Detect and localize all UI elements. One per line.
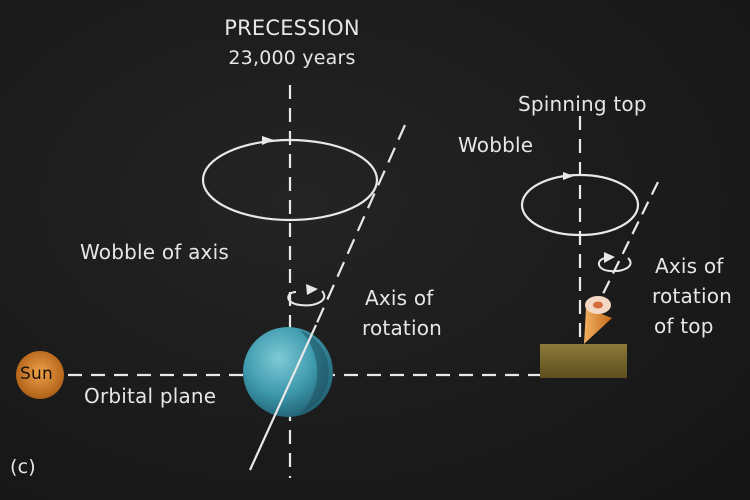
label-axis-of-rotation-line-2: rotation — [362, 316, 443, 340]
earth-shadow — [300, 330, 329, 414]
label-sun: Sun — [20, 364, 53, 384]
spinning-top-icon — [584, 308, 612, 344]
label-spinning-top: Spinning top — [518, 92, 647, 116]
earth-tilted-axis-dashed — [314, 124, 407, 326]
sun-icon — [16, 351, 64, 399]
title-line-2: 23,000 years — [228, 47, 356, 69]
earth-wobble-ellipse — [201, 138, 379, 222]
top-wobble-ellipse — [520, 173, 640, 237]
top-rotation-arrow-icon — [598, 257, 632, 273]
label-top-axis-line-3: of top — [654, 314, 714, 338]
label-top-axis-line-2: rotation — [652, 284, 733, 308]
panel-label: (c) — [10, 456, 36, 478]
label-axis-of-rotation-line-1: Axis of — [365, 286, 434, 310]
label-wobble-of-axis: Wobble of axis — [80, 240, 229, 264]
top-rotation-arrowhead-icon — [604, 252, 615, 263]
earth-rotation-arrowhead-icon — [306, 284, 318, 295]
label-wobble: Wobble — [458, 133, 534, 157]
earth-tilted-axis-solid — [248, 324, 318, 471]
label-top-axis-line-1: Axis of — [655, 254, 724, 278]
top-base-block — [540, 344, 627, 378]
earth-rotation-arrow-icon — [287, 290, 326, 307]
top-tilted-axis — [599, 181, 659, 301]
earth-wobble-arrow-icon — [262, 136, 274, 145]
spinning-top-cap-center — [593, 301, 603, 309]
label-orbital-plane: Orbital plane — [84, 384, 217, 408]
top-wobble-arrow-icon — [563, 172, 574, 180]
earth-globe-icon — [243, 327, 333, 417]
title-line-1: PRECESSION — [224, 16, 360, 40]
